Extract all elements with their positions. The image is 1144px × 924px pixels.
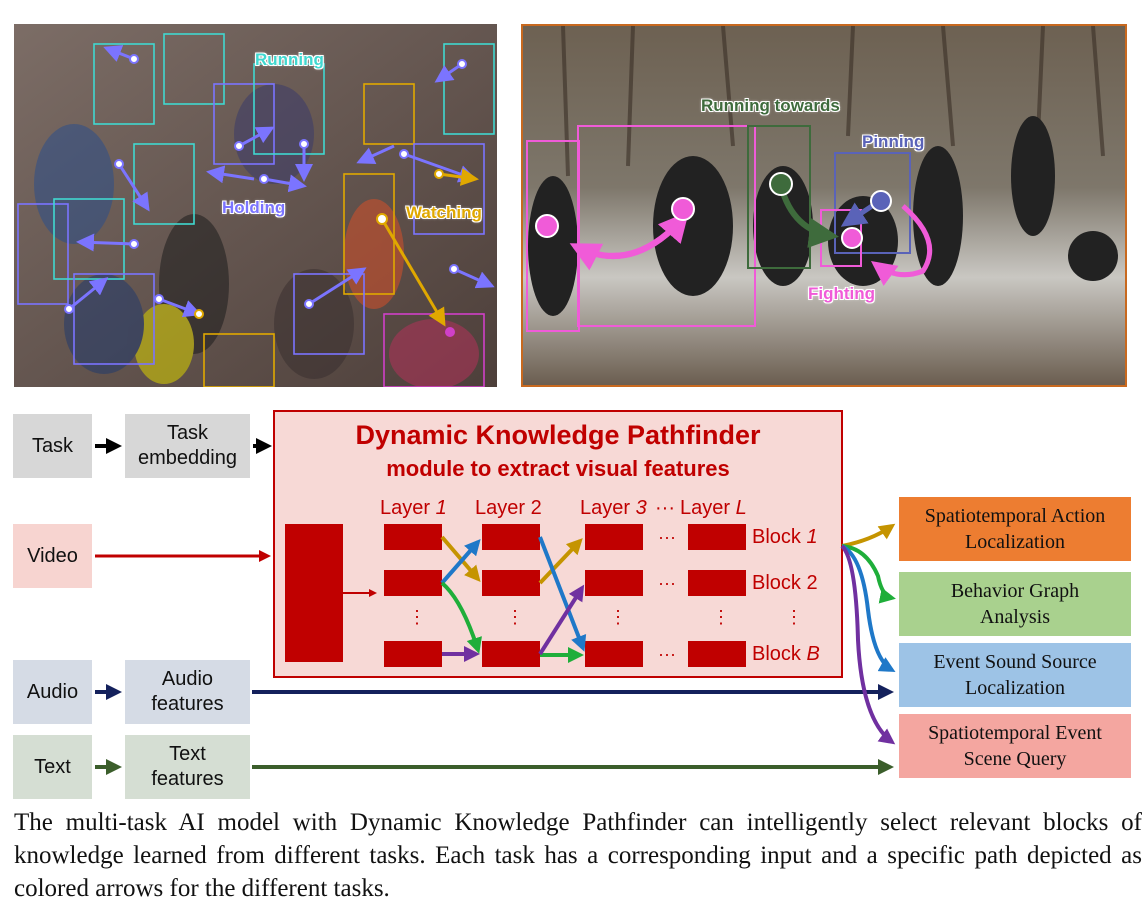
module-title: Dynamic Knowledge Pathfinder bbox=[355, 420, 761, 450]
audio-input-box: Audio bbox=[13, 660, 92, 724]
audio-label: Audio bbox=[26, 680, 79, 703]
output-spatiotemporal-event-scene-query: Spatiotemporal Event Scene Query bbox=[899, 714, 1131, 778]
block-l1-b1 bbox=[384, 524, 442, 550]
task-input-box: Task bbox=[13, 414, 92, 478]
output-label-query: Spatiotemporal Event Scene Query bbox=[928, 722, 1102, 770]
block-label-B: Block B bbox=[752, 643, 820, 665]
block-lL-b2 bbox=[688, 570, 746, 596]
fight-scene-image: Running towards Pinning Fighting bbox=[521, 24, 1127, 387]
output-label-graph: Behavior Graph Analysis bbox=[950, 580, 1080, 628]
crowd-scene-artwork bbox=[14, 24, 497, 387]
stem-block bbox=[285, 524, 343, 662]
block-l3-b1 bbox=[585, 524, 643, 550]
row-ellipsis-l3: ⋮ bbox=[609, 607, 627, 627]
block-l2-b1 bbox=[482, 524, 540, 550]
label-running: Running bbox=[255, 50, 324, 69]
col-ellipsis-1: ··· bbox=[658, 527, 676, 547]
block-l3-b2 bbox=[585, 570, 643, 596]
label-running-towards: Running towards bbox=[701, 96, 840, 115]
module-subtitle: module to extract visual features bbox=[386, 456, 730, 481]
block-label-1: Block 1 bbox=[752, 526, 818, 548]
row-ellipsis-blocks: ⋮ bbox=[785, 607, 803, 627]
label-watching: Watching bbox=[406, 203, 482, 222]
row-ellipsis-l1: ⋮ bbox=[408, 607, 426, 627]
fight-scene-artwork bbox=[523, 26, 1125, 385]
layer-ellipsis: ··· bbox=[655, 497, 675, 519]
figure-caption: The multi-task AI model with Dynamic Kno… bbox=[14, 809, 1142, 902]
video-label: Video bbox=[27, 544, 78, 567]
block-l2-bB bbox=[482, 641, 540, 667]
block-l2-b2 bbox=[482, 570, 540, 596]
output-label-action: Spatiotemporal Action Localization bbox=[924, 505, 1106, 553]
output-behavior-graph-analysis: Behavior Graph Analysis bbox=[899, 572, 1131, 636]
crowd-scene-image: Running Holding Watching bbox=[14, 24, 497, 387]
label-fighting: Fighting bbox=[808, 284, 876, 303]
output-spatiotemporal-action-localization: Spatiotemporal Action Localization bbox=[899, 497, 1131, 561]
task-label: Task bbox=[31, 434, 74, 457]
layer-label-2: Layer 2 bbox=[475, 497, 542, 519]
label-holding: Holding bbox=[222, 198, 286, 217]
output-event-sound-source-localization: Event Sound Source Localization bbox=[899, 643, 1131, 707]
layer-label-L: Layer L bbox=[680, 497, 747, 519]
audio-features-label: Audio features bbox=[151, 668, 224, 715]
path-graph-to-output bbox=[841, 544, 896, 604]
col-ellipsis-3: ··· bbox=[658, 644, 676, 664]
row-ellipsis-l2: ⋮ bbox=[506, 607, 524, 627]
col-ellipsis-2: ··· bbox=[658, 573, 676, 593]
layer-label-1: Layer 1 bbox=[380, 497, 447, 519]
block-l1-b2 bbox=[384, 570, 442, 596]
layer-label-3: Layer 3 bbox=[580, 497, 647, 519]
label-pinning: Pinning bbox=[862, 132, 925, 151]
video-input-box: Video bbox=[13, 524, 92, 588]
block-l3-bB bbox=[585, 641, 643, 667]
row-ellipsis-lL: ⋮ bbox=[712, 607, 730, 627]
output-label-sound: Event Sound Source Localization bbox=[933, 651, 1097, 699]
task-embedding-label: Task embedding bbox=[138, 422, 237, 469]
text-features-label: Text features bbox=[151, 743, 224, 790]
text-features-box: Text features bbox=[125, 735, 250, 799]
block-l1-bB bbox=[384, 641, 442, 667]
task-embedding-box: Task embedding bbox=[125, 414, 250, 478]
block-lL-bB bbox=[688, 641, 746, 667]
audio-features-box: Audio features bbox=[125, 660, 250, 724]
block-label-2: Block 2 bbox=[752, 572, 818, 594]
text-label: Text bbox=[34, 755, 71, 778]
text-input-box: Text bbox=[13, 735, 92, 799]
path-action-to-output bbox=[841, 523, 896, 548]
block-lL-b1 bbox=[688, 524, 746, 550]
path-sound-to-output bbox=[840, 544, 896, 672]
path-query-to-output bbox=[840, 544, 896, 745]
